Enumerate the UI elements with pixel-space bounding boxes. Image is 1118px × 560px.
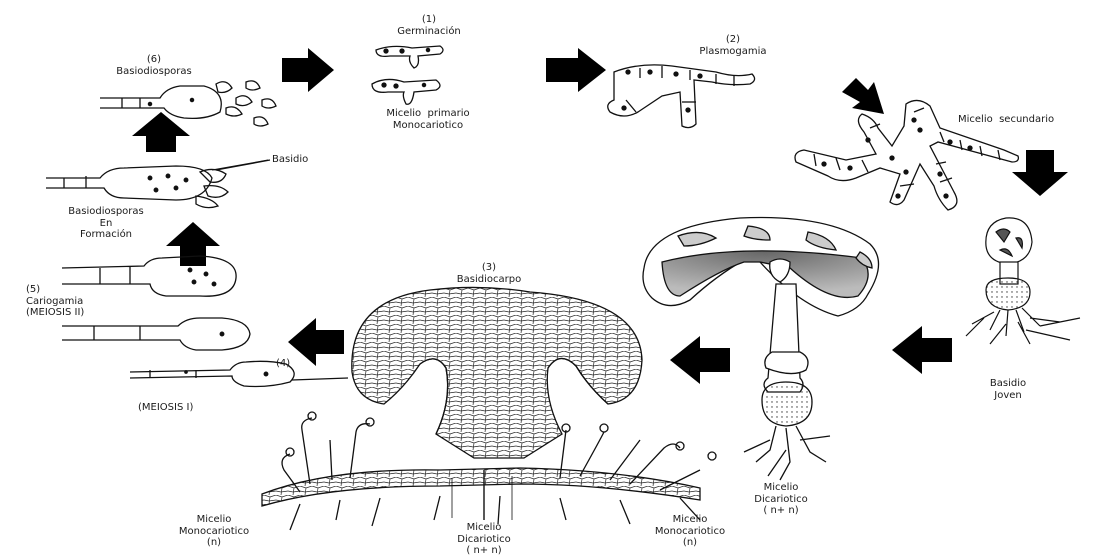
plasmogamy-hyphae-illustration bbox=[608, 65, 755, 128]
young-basidiocarp-illustration bbox=[966, 218, 1080, 344]
basidiospores-illustration bbox=[100, 81, 276, 126]
karyogamy-basidium-illustration bbox=[62, 256, 250, 350]
arrow-left-icon bbox=[288, 318, 344, 366]
arrow-right-icon bbox=[282, 48, 334, 92]
step-4-label: (4) bbox=[276, 358, 290, 370]
arrow-up-icon bbox=[166, 222, 220, 266]
sporulating-basidium-illustration bbox=[46, 160, 270, 208]
karyogamy-label: (5) Cariogamia (MEIOSIS II) bbox=[26, 284, 84, 319]
arrow-down-icon bbox=[1012, 150, 1068, 196]
primary-mycelium-label: Micelio primario Monocariotico bbox=[366, 108, 490, 131]
monokaryotic-mycelium-right-label: Micelio Monocariotico (n) bbox=[630, 514, 750, 549]
dikaryotic-mycelium-right-label: Micelio Dicariotico ( n+ n) bbox=[736, 482, 826, 517]
arrow-left-icon bbox=[892, 326, 952, 374]
basidium-label: Basidio bbox=[272, 154, 308, 166]
basidio-leader-line bbox=[212, 160, 268, 170]
young-basidium-label: Basidio Joven bbox=[976, 378, 1040, 401]
arrow-diagonal-icon bbox=[842, 78, 884, 114]
arrow-right-icon bbox=[546, 48, 606, 92]
basidiocarp-section-illustration bbox=[262, 287, 716, 530]
mature-mushroom-illustration bbox=[643, 218, 879, 480]
spores-forming-label: Basiodiosporas En Formación bbox=[48, 206, 164, 241]
meiosis-1-label: (MEIOSIS I) bbox=[138, 402, 193, 414]
germination-label: (1) Germinación bbox=[374, 14, 484, 37]
germinating-spores-illustration bbox=[372, 46, 443, 104]
monokaryotic-mycelium-left-label: Micelio Monocariotico (n) bbox=[154, 514, 274, 549]
secondary-mycelium-label: Micelio secundario bbox=[958, 114, 1054, 126]
arrow-left-icon bbox=[670, 336, 730, 384]
basidiospores-label: (6) Basiodiosporas bbox=[96, 54, 212, 77]
dikaryotic-mycelium-center-label: Micelio Dicariotico ( n+ n) bbox=[424, 522, 544, 557]
basidiocarp-label: (3) Basidiocarpo bbox=[434, 262, 544, 285]
plasmogamy-label: (2) Plasmogamia bbox=[678, 34, 788, 57]
